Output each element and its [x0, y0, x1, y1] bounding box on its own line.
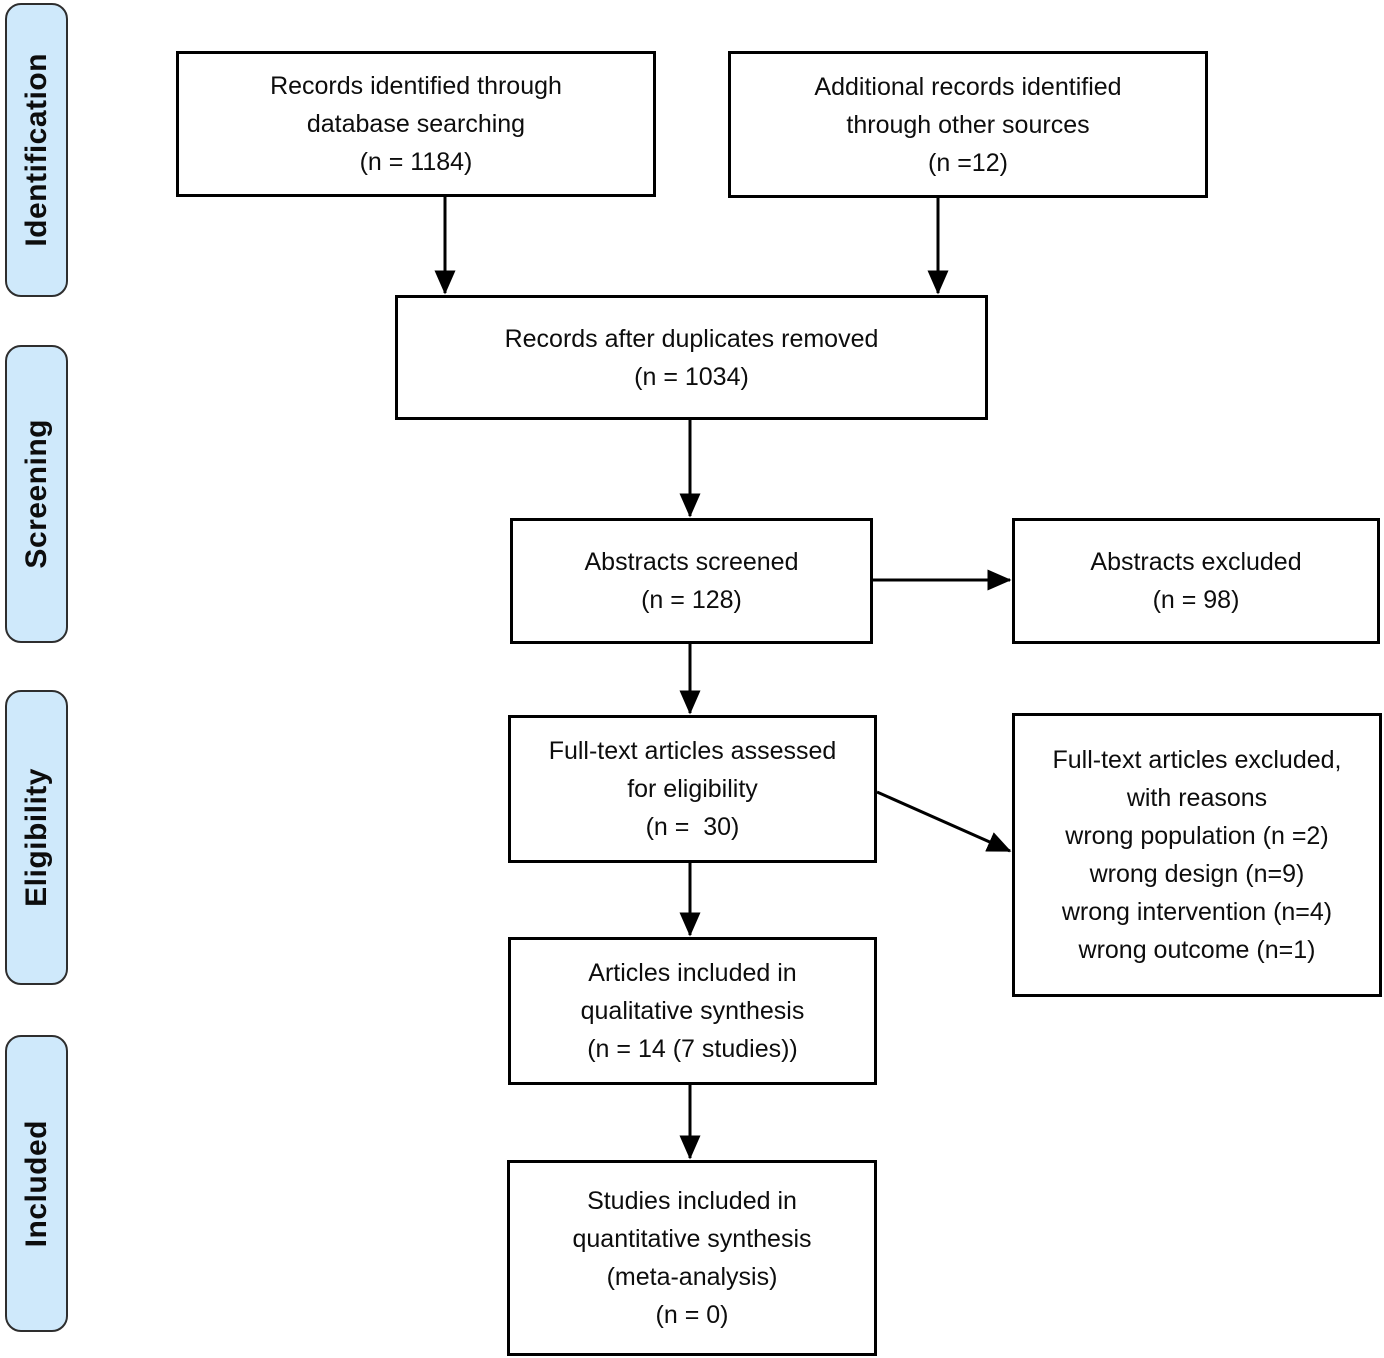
- box-fulltext-assessed: Full-text articles assessed for eligibil…: [508, 715, 877, 863]
- box-additional-records: Additional records identified through ot…: [728, 51, 1208, 198]
- stage-label-identification: Identification: [5, 3, 68, 297]
- arrow-fulltext-to-excluded: [876, 790, 1012, 853]
- stage-label-eligibility: Eligibility: [5, 690, 68, 985]
- box-abstracts-excluded: Abstracts excluded (n = 98): [1012, 518, 1380, 644]
- stage-label-identification-text: Identification: [19, 53, 53, 247]
- stage-label-included: Included: [5, 1035, 68, 1332]
- stage-label-screening-text: Screening: [19, 419, 53, 569]
- box-records-identified: Records identified through database sear…: [176, 51, 656, 197]
- box-abstracts-screened: Abstracts screened (n = 128): [510, 518, 873, 644]
- stage-label-eligibility-text: Eligibility: [19, 768, 53, 907]
- stage-label-included-text: Included: [19, 1119, 53, 1248]
- box-quantitative-synthesis: Studies included in quantitative synthes…: [507, 1160, 877, 1356]
- stage-label-screening: Screening: [5, 345, 68, 643]
- box-fulltext-excluded: Full-text articles excluded, with reason…: [1012, 713, 1382, 997]
- box-records-after-duplicates: Records after duplicates removed (n = 10…: [395, 295, 988, 420]
- box-qualitative-synthesis: Articles included in qualitative synthes…: [508, 937, 877, 1085]
